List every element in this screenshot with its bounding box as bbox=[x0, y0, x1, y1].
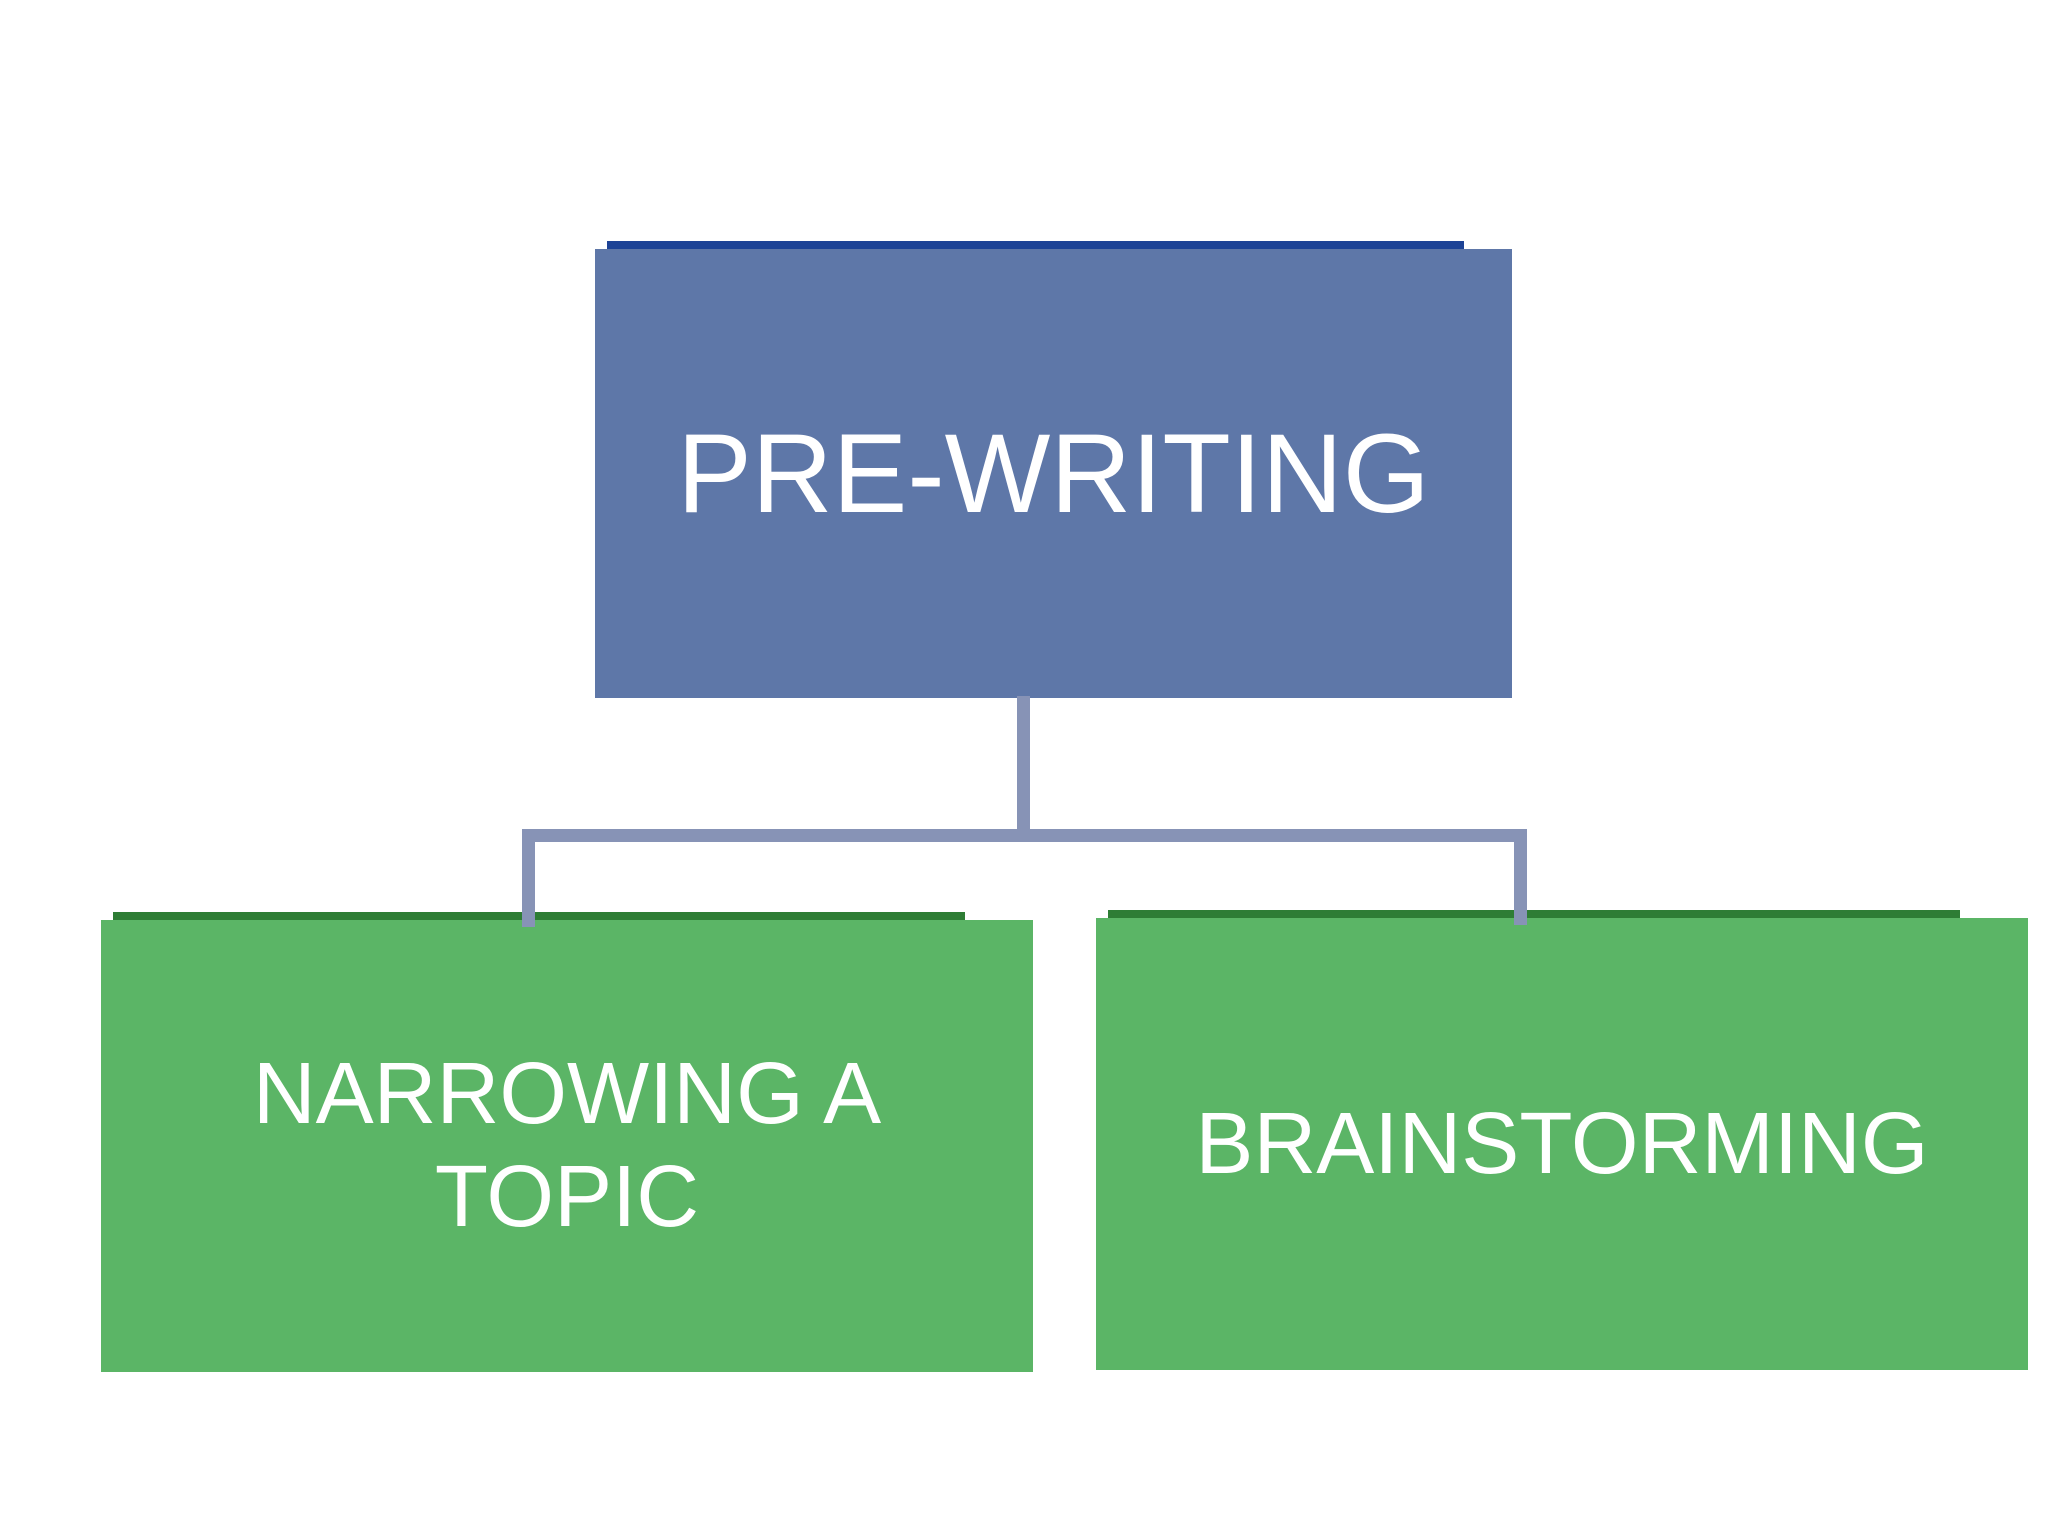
connector-crossbar bbox=[522, 829, 1527, 842]
node-pre-writing: PRE-WRITING bbox=[595, 241, 1512, 698]
node-narrowing-a-topic-label: NARROWING A TOPIC bbox=[252, 1045, 882, 1245]
node-brainstorming-label: BRAINSTORMING bbox=[1195, 1094, 1929, 1192]
node-narrowing-a-topic: NARROWING A TOPIC bbox=[101, 912, 1033, 1372]
node-brainstorming: BRAINSTORMING bbox=[1096, 910, 2028, 1370]
connector-stem bbox=[1017, 696, 1030, 842]
node-pre-writing-face: PRE-WRITING bbox=[595, 249, 1512, 698]
node-narrowing-a-topic-face: NARROWING A TOPIC bbox=[101, 920, 1033, 1372]
connector-drop-right bbox=[1514, 829, 1527, 925]
node-pre-writing-label: PRE-WRITING bbox=[677, 410, 1430, 536]
node-brainstorming-face: BRAINSTORMING bbox=[1096, 918, 2028, 1370]
connector-drop-left bbox=[522, 829, 535, 927]
